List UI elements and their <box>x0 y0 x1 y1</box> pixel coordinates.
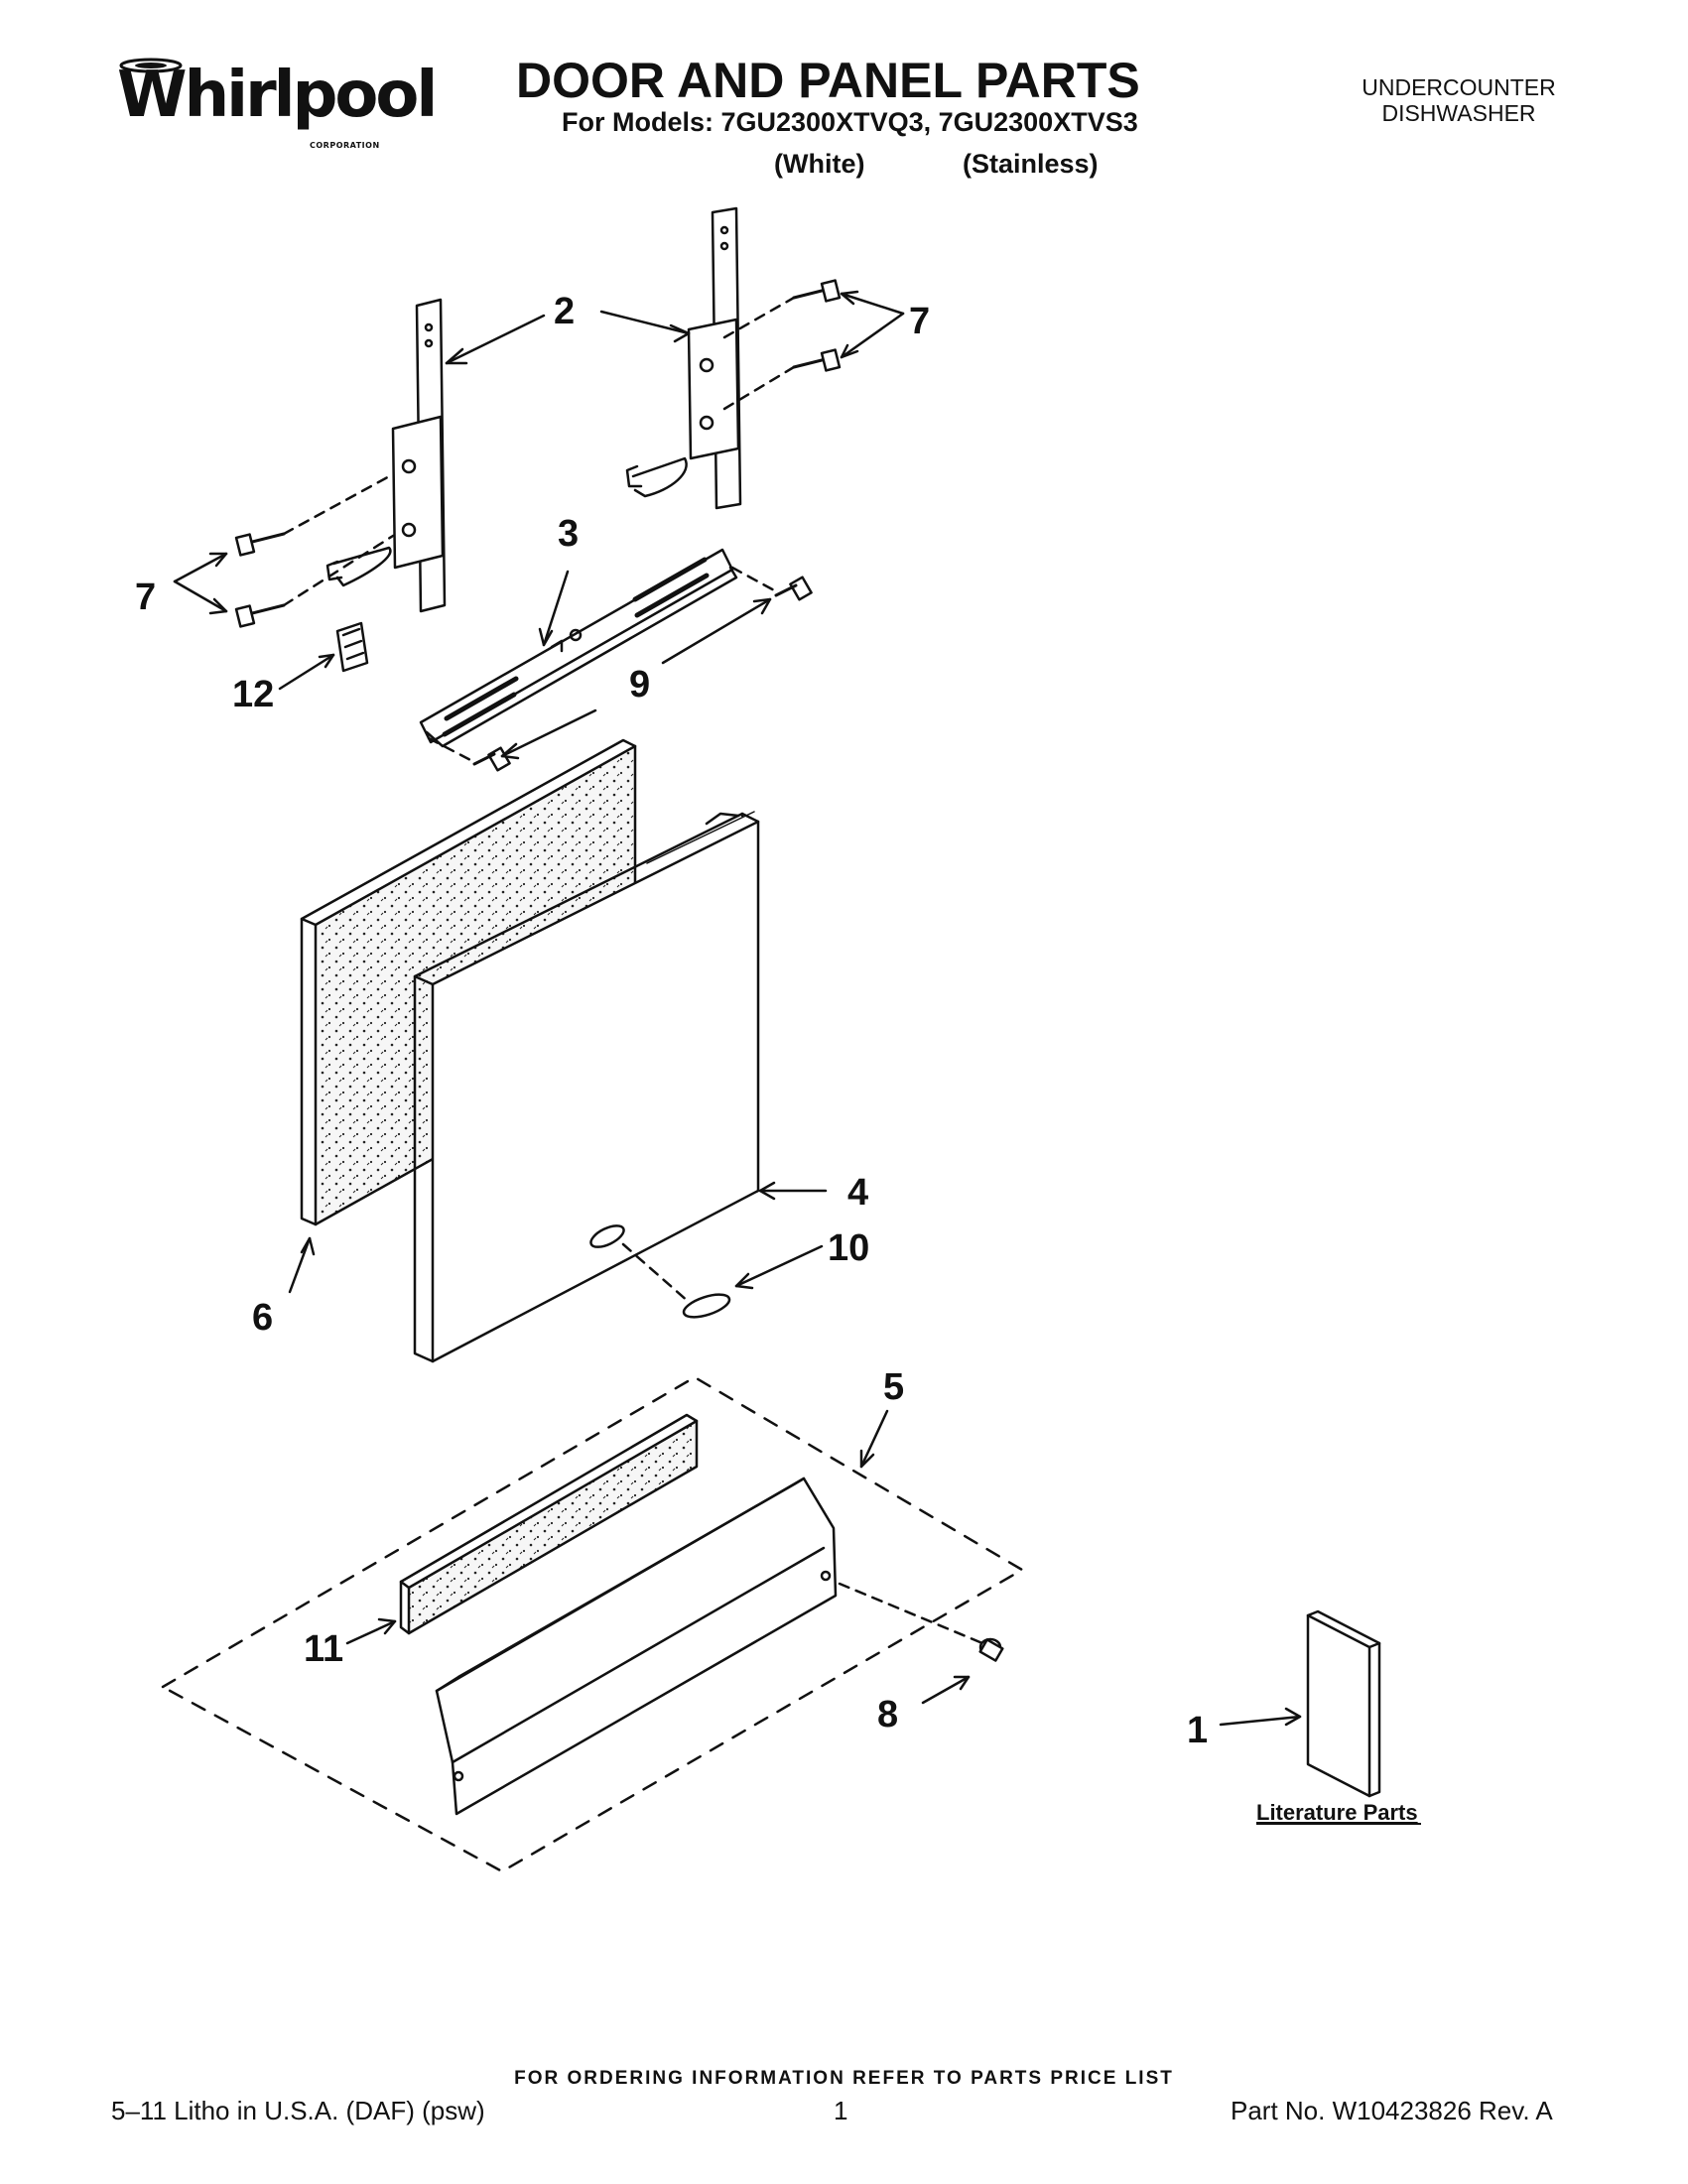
whirlpool-logo: Whirlpool CORPORATION <box>111 58 438 157</box>
callout-12: 12 <box>232 674 274 715</box>
variant-stainless: (Stainless) <box>963 149 1099 179</box>
callout-5: 5 <box>883 1366 904 1408</box>
ordering-info: FOR ORDERING INFORMATION REFER TO PARTS … <box>514 2068 1174 2089</box>
literature-parts-label: Literature Parts <box>1256 1800 1418 1825</box>
hinge-screw-upper-left <box>234 532 286 557</box>
leader-lines <box>173 290 1302 1727</box>
part-number: Part No. W10423826 Rev. A <box>1231 2096 1553 2125</box>
outer-door-panel <box>413 811 760 1363</box>
callout-10: 10 <box>828 1227 869 1269</box>
hinge-screw-lower-right <box>792 348 842 372</box>
callout-11: 11 <box>304 1628 343 1670</box>
literature-parts-book <box>1306 1609 1381 1798</box>
panel-channel-bracket <box>419 548 738 748</box>
appliance-line-1: UNDERCOUNTER <box>1362 74 1556 100</box>
logo-corporation: CORPORATION <box>310 141 380 150</box>
toe-panel-assembly-outline <box>161 1375 1024 1873</box>
callout-6: 6 <box>252 1297 273 1339</box>
litho-info: 5–11 Litho in U.S.A. (DAF) (psw) <box>111 2096 485 2125</box>
appliance-type: UNDERCOUNTER DISHWASHER <box>1330 74 1588 126</box>
models-line: For Models: 7GU2300XTVQ3, 7GU2300XTVS3 <box>562 107 1138 137</box>
channel-screw-right <box>774 576 813 601</box>
toe-panel <box>435 1477 838 1816</box>
variant-white: (White) <box>774 149 865 179</box>
toe-panel-foam-strip <box>399 1413 699 1635</box>
callout-1: 1 <box>1187 1710 1208 1751</box>
callout-7-right: 7 <box>909 301 930 342</box>
callout-3: 3 <box>558 513 579 555</box>
right-hinge-bracket <box>625 206 742 510</box>
left-hinge-bracket <box>325 298 447 613</box>
hinge-screw-upper-right <box>792 279 842 303</box>
page-number: 1 <box>834 2096 848 2125</box>
page-title: DOOR AND PANEL PARTS <box>516 53 1140 108</box>
callout-9: 9 <box>629 664 650 706</box>
callout-7-left: 7 <box>135 577 156 618</box>
callout-8: 8 <box>877 1694 898 1735</box>
toe-panel-screw <box>978 1637 1004 1662</box>
appliance-line-2: DISHWASHER <box>1381 100 1536 126</box>
callout-2: 2 <box>554 291 575 332</box>
door-badge <box>682 1293 731 1319</box>
logo-wordmark: Whirlpool <box>117 59 438 132</box>
channel-screw-left <box>472 746 511 772</box>
hinge-screw-lower-left <box>234 603 286 628</box>
callout-4: 4 <box>847 1172 868 1214</box>
logo-swirl-icon <box>119 58 183 73</box>
door-clip <box>335 621 369 673</box>
